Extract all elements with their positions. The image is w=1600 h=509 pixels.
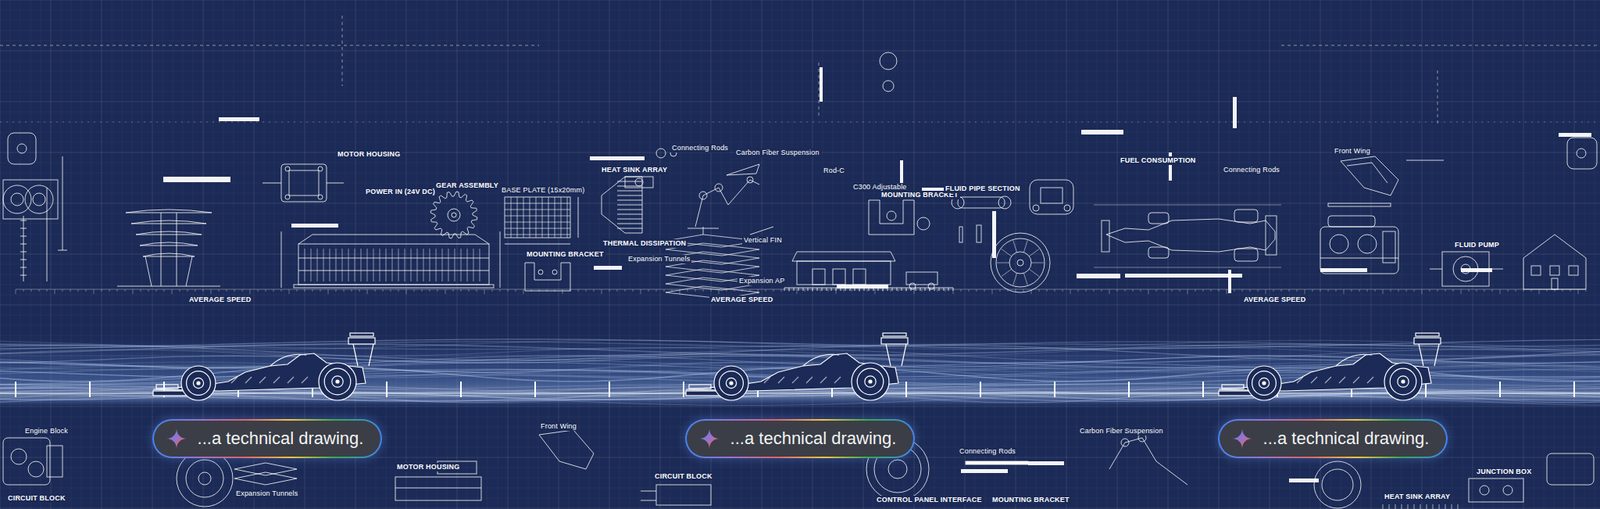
part-label: MOUNTING BRACKET <box>990 495 1072 504</box>
part-label: AVERAGE SPEED <box>187 295 253 304</box>
part-label: GEAR ASSEMBLY <box>434 181 500 190</box>
part-label: Front Wing <box>539 421 579 431</box>
part-label: MOTOR HOUSING <box>395 462 461 472</box>
part-label: THERMAL DISSIPATION <box>601 239 688 248</box>
drawings <box>0 15 1600 483</box>
part-label: FUEL CONSUMPTION <box>1118 156 1198 165</box>
part-label: Front Wing <box>1332 146 1372 156</box>
part-label: Connecting Rods <box>1221 165 1282 175</box>
race-car <box>685 332 908 400</box>
prompt-text: ...a technical drawing. <box>1263 428 1430 449</box>
sparkle-icon <box>699 428 720 449</box>
part-label: FLUID PIPE SECTION <box>943 184 1022 193</box>
part-label: Vertical FIN <box>742 235 784 245</box>
part-label: MOTOR HOUSING <box>335 150 402 159</box>
part-label: Connecting Rods <box>670 143 730 153</box>
part-label: MOUNTING BRACKET <box>525 250 606 259</box>
race-car <box>1218 332 1441 400</box>
part-label: BASE PLATE (15x20mm) <box>500 185 586 195</box>
part-label: Expansion Tunnels <box>234 489 300 498</box>
part-label: Rod-C <box>821 166 847 175</box>
part-label: Engine Block <box>23 426 70 436</box>
part-label: JUNCTION BOX <box>1475 467 1533 476</box>
part-label: Expansion Tunnels <box>626 254 692 264</box>
part-label: HEAT SINK ARRAY <box>600 165 669 175</box>
part-label: HEAT SINK ARRAY <box>1382 492 1452 501</box>
part-label: CIRCUIT BLOCK <box>653 471 715 481</box>
part-label: Carbon Fiber Suspension <box>1078 426 1165 436</box>
part-label: Carbon Fiber Suspension <box>734 148 822 158</box>
prompt-text: ...a technical drawing. <box>730 428 897 449</box>
race-car <box>153 332 375 400</box>
prompt-text: ...a technical drawing. <box>197 428 365 449</box>
part-label: Connecting Rods <box>957 446 1018 456</box>
part-label: POWER IN (24V DC) <box>364 187 437 197</box>
part-label: AVERAGE SPEED <box>709 295 775 304</box>
sparkle-icon <box>1232 428 1253 449</box>
part-label: CIRCUIT BLOCK <box>6 493 68 503</box>
prompt-pill: ...a technical drawing. <box>1217 418 1449 458</box>
part-label: FLUID PUMP <box>1453 240 1501 250</box>
prompt-pill: ...a technical drawing. <box>685 418 916 458</box>
airflow-streaks <box>0 339 1600 406</box>
prompt-pill: ...a technical drawing. <box>152 418 383 458</box>
part-label: Expansion AP <box>737 276 786 286</box>
part-label: CONTROL PANEL INTERFACE <box>875 495 984 504</box>
sparkle-icon <box>166 428 187 449</box>
part-label: AVERAGE SPEED <box>1242 295 1308 304</box>
